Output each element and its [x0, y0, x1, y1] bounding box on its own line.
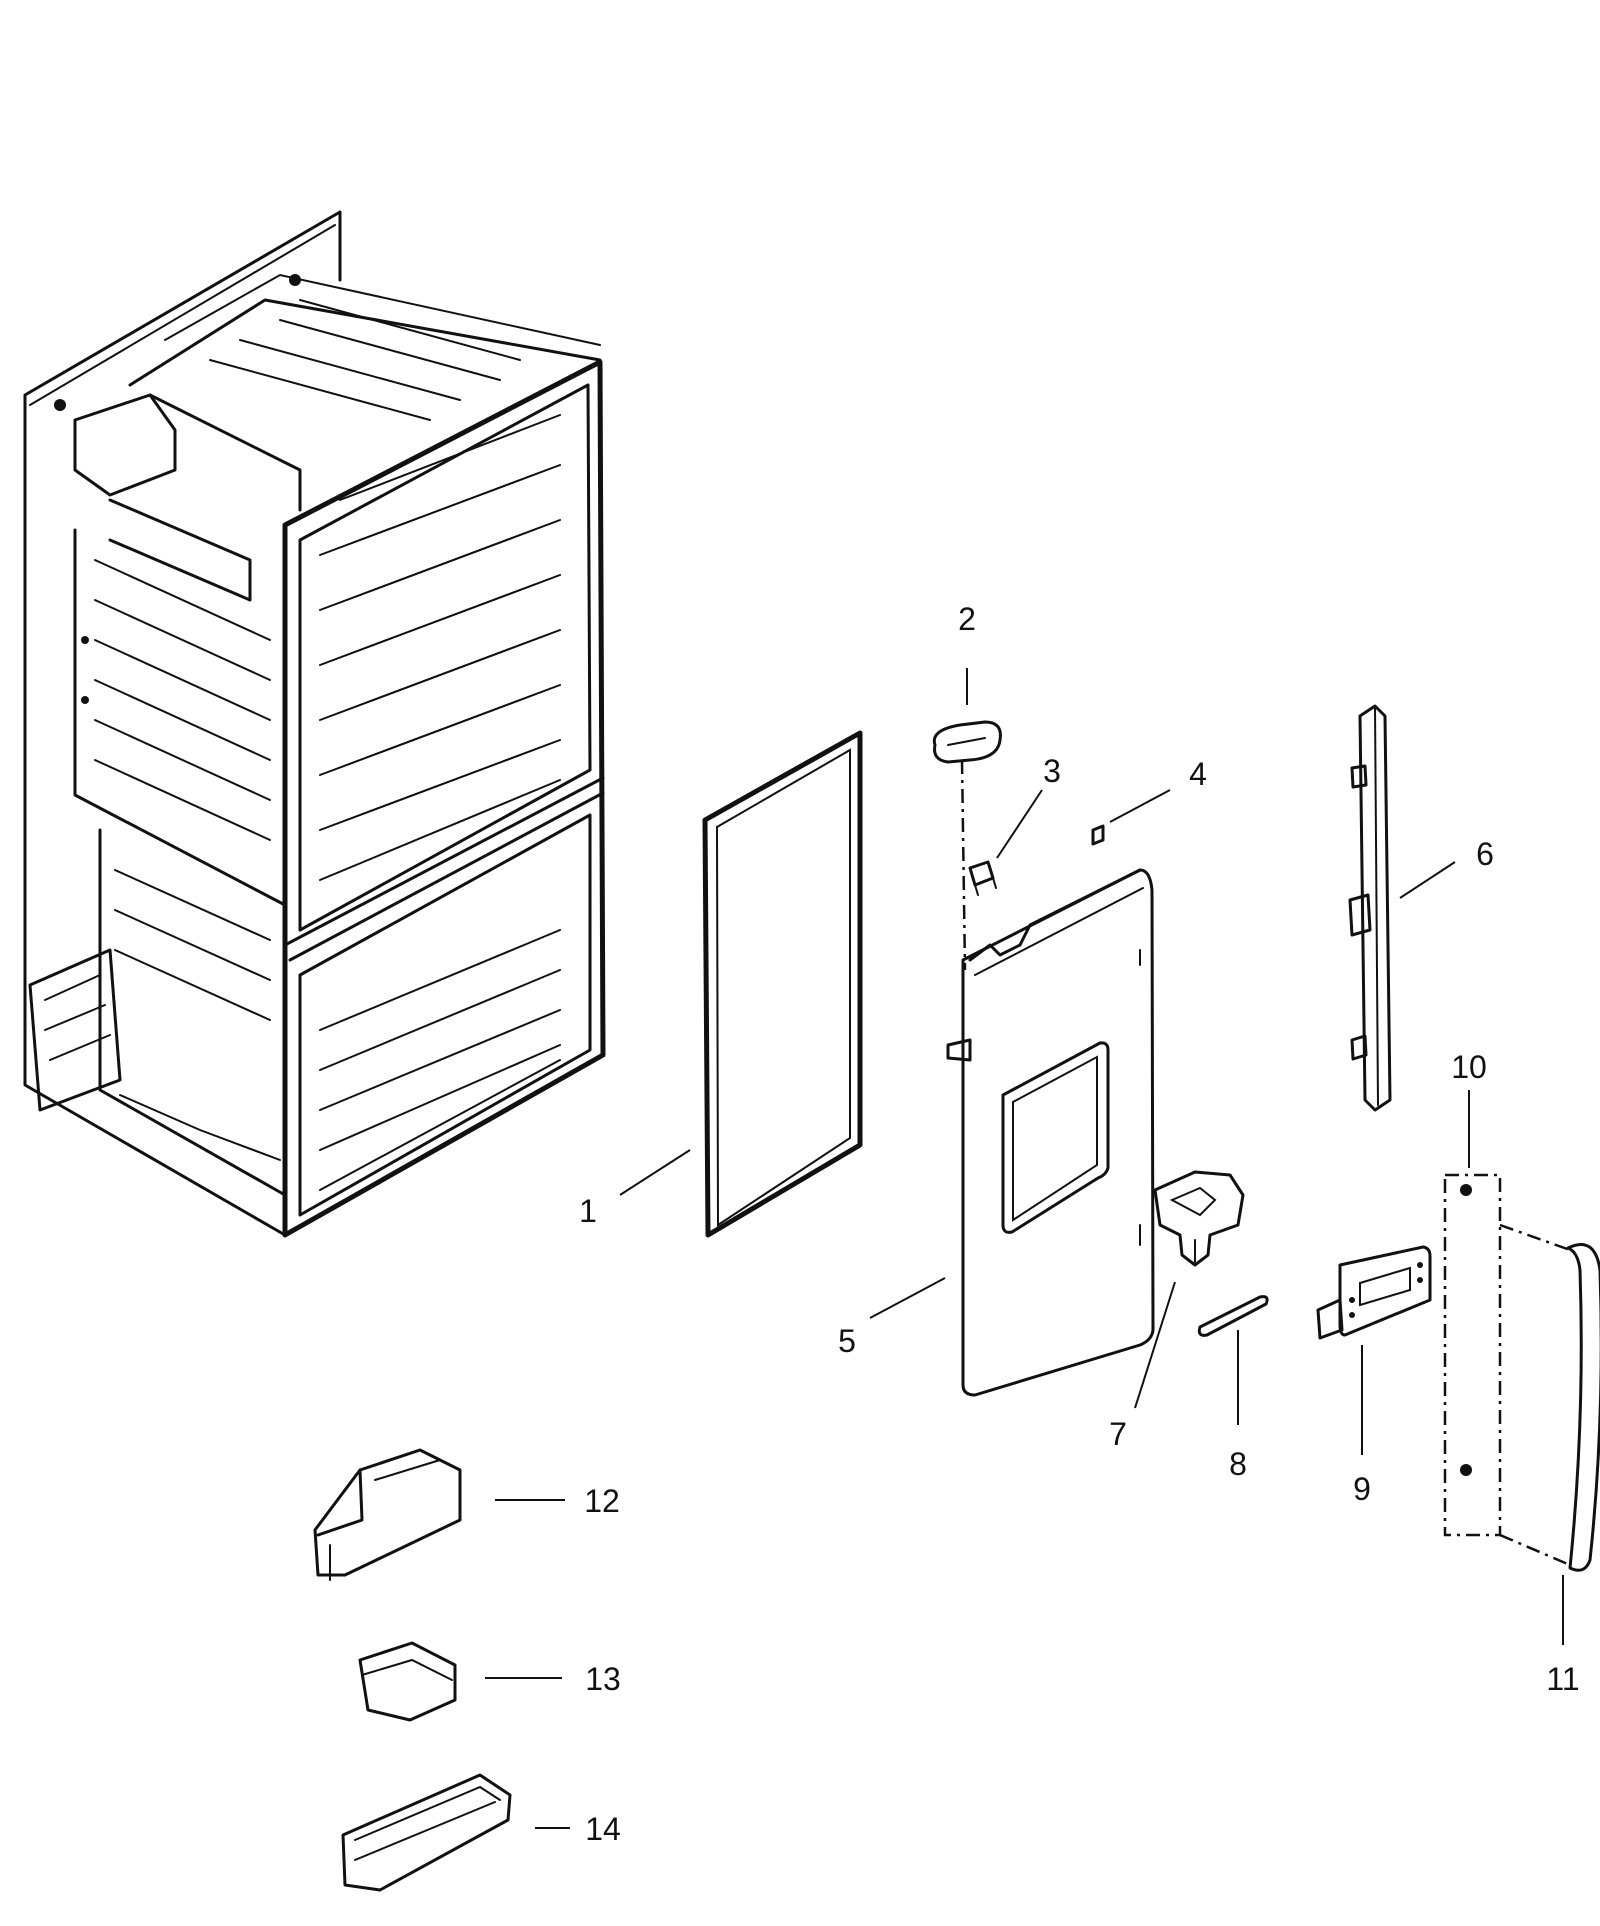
- callout-9: 9: [1353, 1471, 1371, 1507]
- callout-3: 3: [1043, 753, 1061, 789]
- callout-labels: 1 2 3 4 5 6 7 8 9 10 11 12 13 14: [579, 601, 1580, 1847]
- refrigerator-door: [946, 868, 1155, 1397]
- dispenser-actuator: [1153, 1170, 1245, 1267]
- hinge-grommet: [932, 720, 1002, 764]
- dairy-tray: [341, 1773, 512, 1892]
- callout-8: 8: [1229, 1446, 1247, 1482]
- door-gasket: [702, 730, 863, 1238]
- callout-11: 11: [1546, 1661, 1579, 1697]
- callout-10: 10: [1451, 1049, 1487, 1085]
- door-bin-small: [358, 1641, 457, 1722]
- callout-1: 1: [579, 1193, 597, 1229]
- callout-12: 12: [584, 1483, 620, 1519]
- hinge-bushing: [968, 860, 997, 896]
- control-panel-board: [1316, 1245, 1432, 1340]
- callout-2: 2: [958, 601, 976, 637]
- callout-7: 7: [1109, 1416, 1127, 1452]
- light-lens: [1197, 1295, 1269, 1337]
- callout-leaders: [485, 668, 1564, 1829]
- door-trim-strip: [1348, 704, 1392, 1112]
- callout-13: 13: [585, 1661, 621, 1697]
- assembly-axis-line: [960, 759, 967, 971]
- callout-4: 4: [1189, 756, 1207, 792]
- callout-6: 6: [1476, 836, 1494, 872]
- callout-5: 5: [838, 1323, 856, 1359]
- refrigerator-cabinet: [23, 210, 606, 1238]
- door-screw: [1091, 824, 1105, 846]
- door-bin-large: [313, 1448, 462, 1581]
- door-handle-assembly: [1443, 1173, 1600, 1572]
- callout-14: 14: [585, 1811, 621, 1847]
